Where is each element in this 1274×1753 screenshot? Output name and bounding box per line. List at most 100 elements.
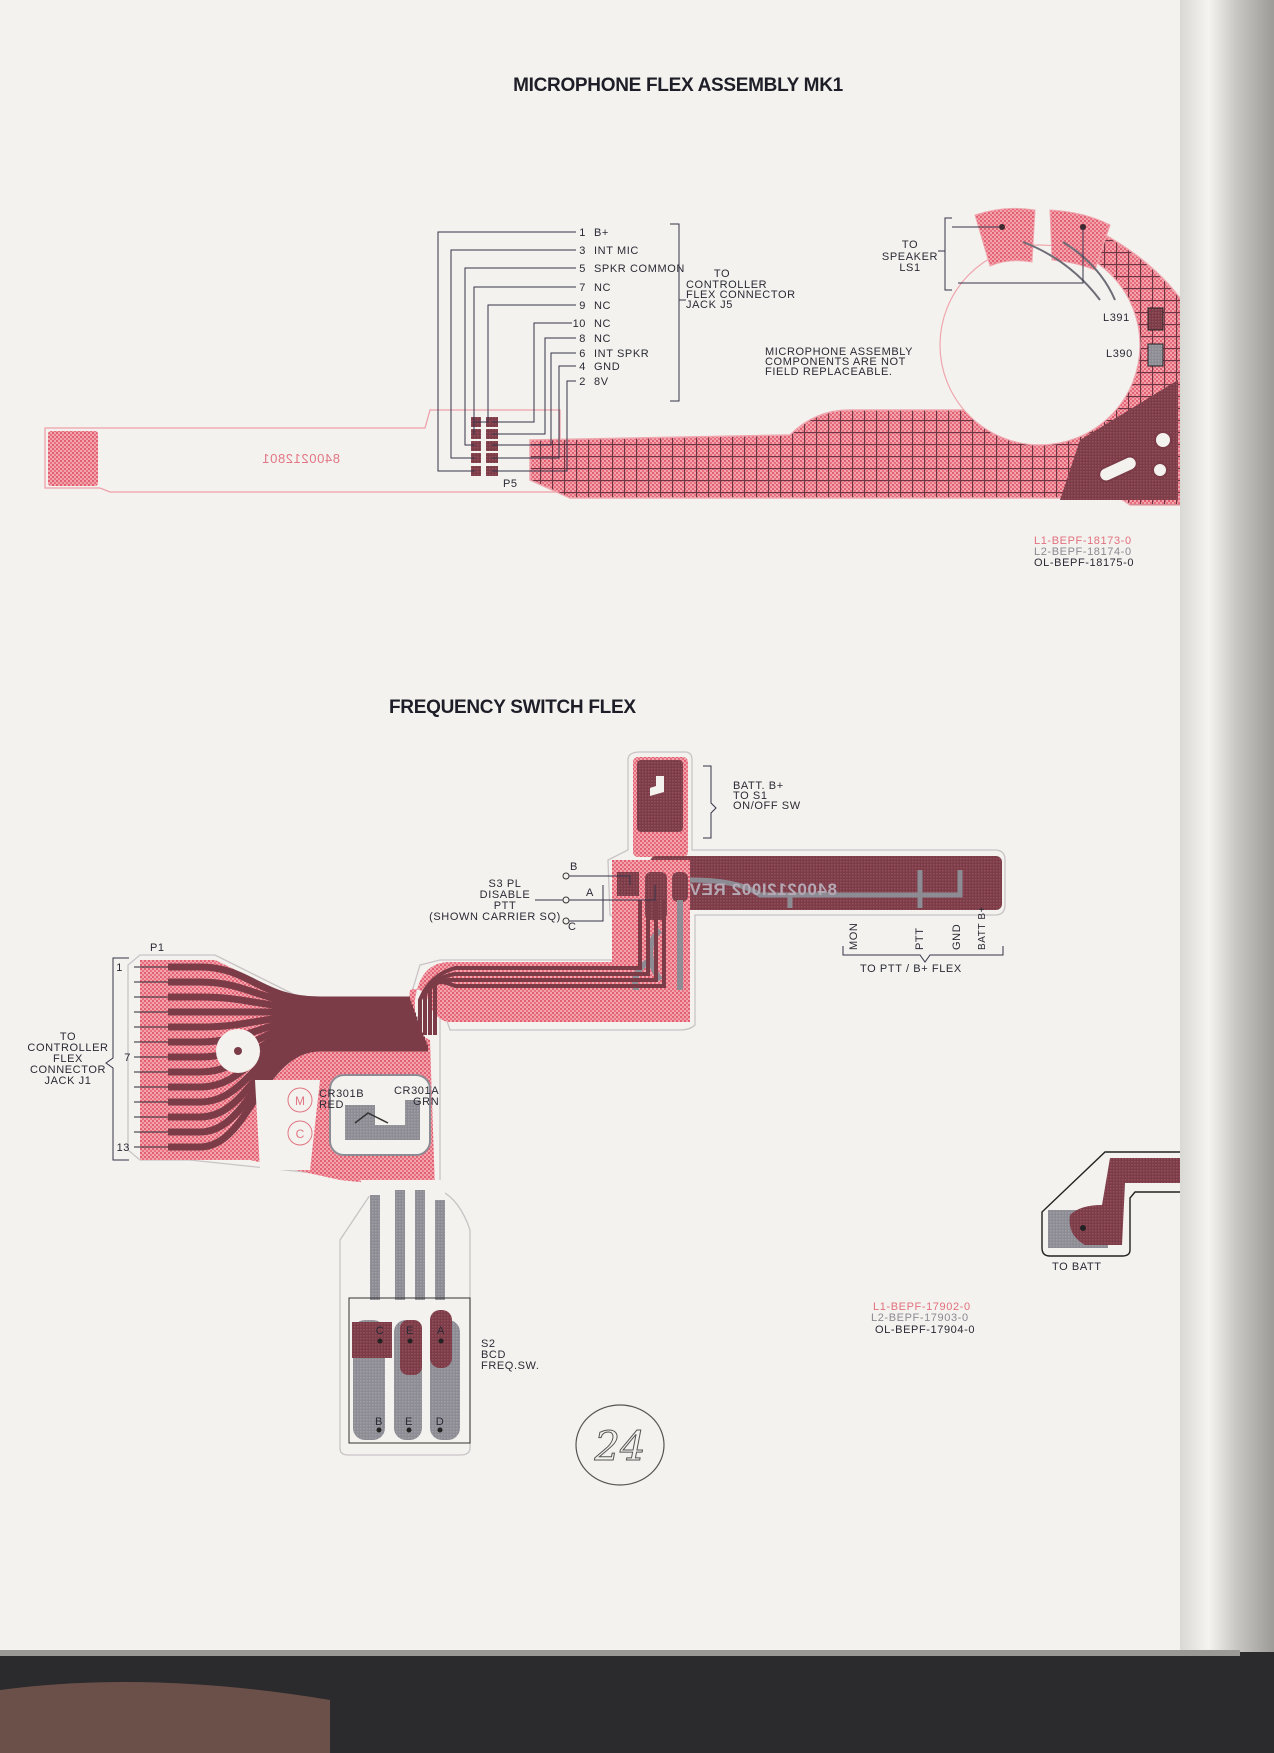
pin-lead <box>492 365 576 459</box>
batt-bracket <box>703 765 717 839</box>
pin-label: SPKR COMMON <box>594 263 685 275</box>
trace <box>168 1016 418 1046</box>
trace <box>168 1036 425 1121</box>
inductor-l391 <box>1147 307 1164 331</box>
switch-contact-label: D <box>436 1416 445 1428</box>
j1-note: TO CONTROLLER FLEX CONNECTOR JACK J1 <box>27 1031 108 1087</box>
pin-number: 13 <box>117 1142 130 1154</box>
svg-text:GRN: GRN <box>413 1096 439 1108</box>
pin-label: B+ <box>594 227 609 239</box>
svg-text:CONTROLLER: CONTROLLER <box>686 279 767 291</box>
svg-text:CR301B: CR301B <box>319 1088 364 1100</box>
batt-label: TO BATT <box>1052 1261 1102 1273</box>
page-binding-edge <box>1180 0 1274 1660</box>
svg-text:FIELD REPLACEABLE.: FIELD REPLACEABLE. <box>765 366 893 378</box>
svg-text:TO: TO <box>902 239 918 251</box>
svg-text:COMPONENTS ARE NOT: COMPONENTS ARE NOT <box>765 356 906 368</box>
inductor-label: L390 <box>1106 348 1133 360</box>
speaker-pad-left <box>974 207 1036 267</box>
j5-note: TO CONTROLLER FLEX CONNECTOR JACK J5 <box>686 268 796 311</box>
s3-contact-label: C <box>568 921 577 933</box>
switch-contact-label: C <box>376 1325 385 1337</box>
slot-hole <box>1098 455 1138 483</box>
s2-note: S2 BCD FREQ.SW. <box>481 1338 539 1372</box>
svg-text:LS1: LS1 <box>899 262 920 274</box>
s3-contact-label: B <box>570 861 578 873</box>
pin-number: 1 <box>579 227 586 239</box>
mic-board-number: 8400212801 <box>262 451 340 466</box>
pin-number: 1 <box>116 962 123 974</box>
svg-text:CONNECTOR: CONNECTOR <box>30 1064 106 1076</box>
pin-number: 7 <box>579 282 586 294</box>
pin-lead <box>437 231 576 472</box>
svg-text:RED: RED <box>319 1099 344 1111</box>
svg-text:OL-BEPF-18175-0: OL-BEPF-18175-0 <box>1034 557 1134 569</box>
freq-part-numbers: L1-BEPF-17902-0 L2-BEPF-17903-0 OL-BEPF-… <box>871 1301 975 1336</box>
ptt-flex-label: TO PTT / B+ FLEX <box>860 963 962 975</box>
ptt-flex-pins: MON PTT GND BATT B+ <box>848 906 988 950</box>
svg-text:JACK J5: JACK J5 <box>686 299 733 311</box>
svg-text:OL-BEPF-17904-0: OL-BEPF-17904-0 <box>875 1324 975 1336</box>
mic-part-numbers: L1-BEPF-18173-0 L2-BEPF-18174-0 OL-BEPF-… <box>1034 535 1134 569</box>
svg-text:BCD: BCD <box>481 1349 506 1361</box>
s3-contact-b <box>562 872 570 880</box>
svg-text:MON: MON <box>848 923 860 950</box>
trace <box>168 993 413 1012</box>
svg-text:L2-BEPF-17903-0: L2-BEPF-17903-0 <box>871 1312 969 1324</box>
freq-flex-title: FREQUENCY SWITCH FLEX <box>389 697 636 718</box>
pin-label: INT MIC <box>594 245 639 257</box>
led-labels: CR301B RED CR301A GRN <box>319 1085 439 1111</box>
pin-label: NC <box>594 333 611 345</box>
microphone-flex-diagram: MICROPHONE FLEX ASSEMBLY MK1 8400212801 … <box>44 75 1189 569</box>
connector-ref-p1: P1 <box>150 942 165 954</box>
connector-pin <box>486 441 498 451</box>
svg-text:GND: GND <box>951 924 963 950</box>
switch-contact-label: E <box>406 1325 414 1337</box>
connector-p5 <box>471 417 498 476</box>
svg-text:PTT: PTT <box>494 900 517 912</box>
svg-text:M: M <box>295 1094 305 1108</box>
trace <box>433 900 666 1035</box>
svg-text:FLEX: FLEX <box>53 1053 83 1065</box>
inductor-l390 <box>1147 343 1164 367</box>
svg-text:BATT. B+: BATT. B+ <box>733 780 784 792</box>
freq-board-number: 8400212I002 REV <box>689 880 837 899</box>
ptt-flex-bracket <box>842 946 1004 963</box>
svg-text:C: C <box>296 1127 305 1141</box>
svg-text:ON/OFF SW: ON/OFF SW <box>733 800 801 812</box>
speaker-bracket <box>938 217 1084 291</box>
pin-lead <box>492 337 576 435</box>
s3-contact-label: A <box>586 887 594 899</box>
batt-flex-outline <box>1041 1151 1191 1257</box>
svg-text:S3 PL: S3 PL <box>489 878 522 890</box>
svg-text:TO: TO <box>714 268 730 280</box>
connector-pin <box>471 453 481 463</box>
batt-note: BATT. B+ TO S1 ON/OFF SW <box>733 780 801 812</box>
pin-number: 7 <box>124 1052 131 1064</box>
batt-pad <box>1069 1158 1190 1245</box>
speaker-note: TO SPEAKER LS1 <box>882 239 938 274</box>
pin-number: 2 <box>579 376 586 388</box>
pin-lead <box>492 352 576 446</box>
svg-text:24: 24 <box>594 1424 646 1470</box>
pin-number: 10 <box>573 318 586 330</box>
speaker-hole <box>939 244 1141 446</box>
page-number: 24 <box>575 1404 665 1486</box>
pin-number: 8 <box>579 333 586 345</box>
pin-lead <box>464 267 576 446</box>
pin-number: 4 <box>579 361 586 373</box>
led-pad <box>345 1100 420 1140</box>
batt-pad <box>637 760 683 832</box>
motorola-logo-icon <box>287 1087 313 1113</box>
svg-text:L1-BEPF-18173-0: L1-BEPF-18173-0 <box>1034 535 1132 547</box>
connector-pin <box>471 441 481 451</box>
svg-text:PTT: PTT <box>914 927 926 950</box>
trace <box>418 900 642 1035</box>
svg-text:FLEX CONNECTOR: FLEX CONNECTOR <box>686 289 796 301</box>
svg-text:L1-BEPF-17902-0: L1-BEPF-17902-0 <box>873 1301 971 1313</box>
s3-contact-a <box>562 896 570 904</box>
trace <box>168 1032 424 1106</box>
svg-text:MICROPHONE ASSEMBLY: MICROPHONE ASSEMBLY <box>765 346 913 358</box>
connector-pin <box>471 466 481 476</box>
